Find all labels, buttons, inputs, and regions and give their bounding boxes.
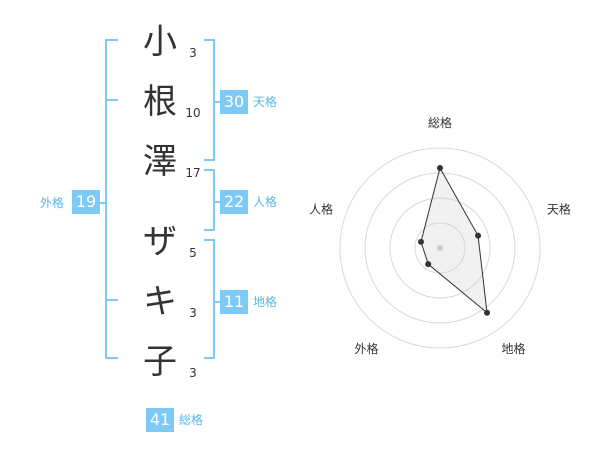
radar-axis-label-5: 人格	[309, 201, 333, 216]
chikaku-badge: 11	[220, 290, 248, 314]
radar-point-3	[484, 309, 491, 316]
name-char-2: 根	[143, 82, 177, 122]
stroke-count-5: 3	[189, 306, 197, 320]
radar-polygon	[420, 166, 488, 314]
chikaku-label: 地格	[253, 295, 278, 309]
gaikaku-bracket	[105, 39, 118, 359]
radar-ring-2	[389, 197, 491, 299]
radar-point-2	[475, 232, 482, 239]
chikaku-bracket	[204, 239, 215, 359]
radar-axis-label-1: 総格	[428, 115, 452, 130]
radar-point-1	[437, 165, 443, 171]
stroke-count-3: 17	[185, 166, 201, 180]
jinkaku-badge: 22	[220, 190, 248, 214]
jinkaku-bracket	[204, 169, 215, 231]
tenkaku-badge: 30	[220, 90, 248, 114]
radar-axis-label-3: 地格	[501, 341, 525, 356]
stroke-count-4: 5	[189, 246, 197, 260]
jinkaku-label: 人格	[253, 195, 278, 209]
tenkaku-label: 天格	[253, 95, 278, 109]
name-char-5: キ	[143, 282, 177, 322]
soukaku-label: 総格	[179, 413, 204, 427]
radar-ring-3	[364, 172, 516, 324]
name-char-1: 小	[143, 22, 177, 62]
radar-ring-4	[339, 147, 541, 349]
name-char-4: ザ	[143, 222, 177, 262]
soukaku-badge: 41	[146, 408, 174, 432]
stroke-count-1: 3	[189, 46, 197, 60]
radar-axis-label-4: 外格	[355, 341, 379, 356]
tenkaku-bracket	[204, 39, 215, 161]
gaikaku-badge: 19	[72, 190, 100, 214]
radar-point-4	[425, 261, 432, 268]
radar-point-5	[417, 238, 424, 245]
stroke-count-6: 3	[189, 366, 197, 380]
radar-axis-label-2: 天格	[547, 201, 571, 216]
radar-ring-1	[414, 222, 466, 274]
name-char-6: 子	[143, 342, 177, 382]
stroke-count-2: 10	[185, 106, 201, 120]
name-char-3: 澤	[143, 142, 177, 182]
radar-center	[437, 245, 443, 251]
gaikaku-label: 外格	[40, 196, 65, 210]
